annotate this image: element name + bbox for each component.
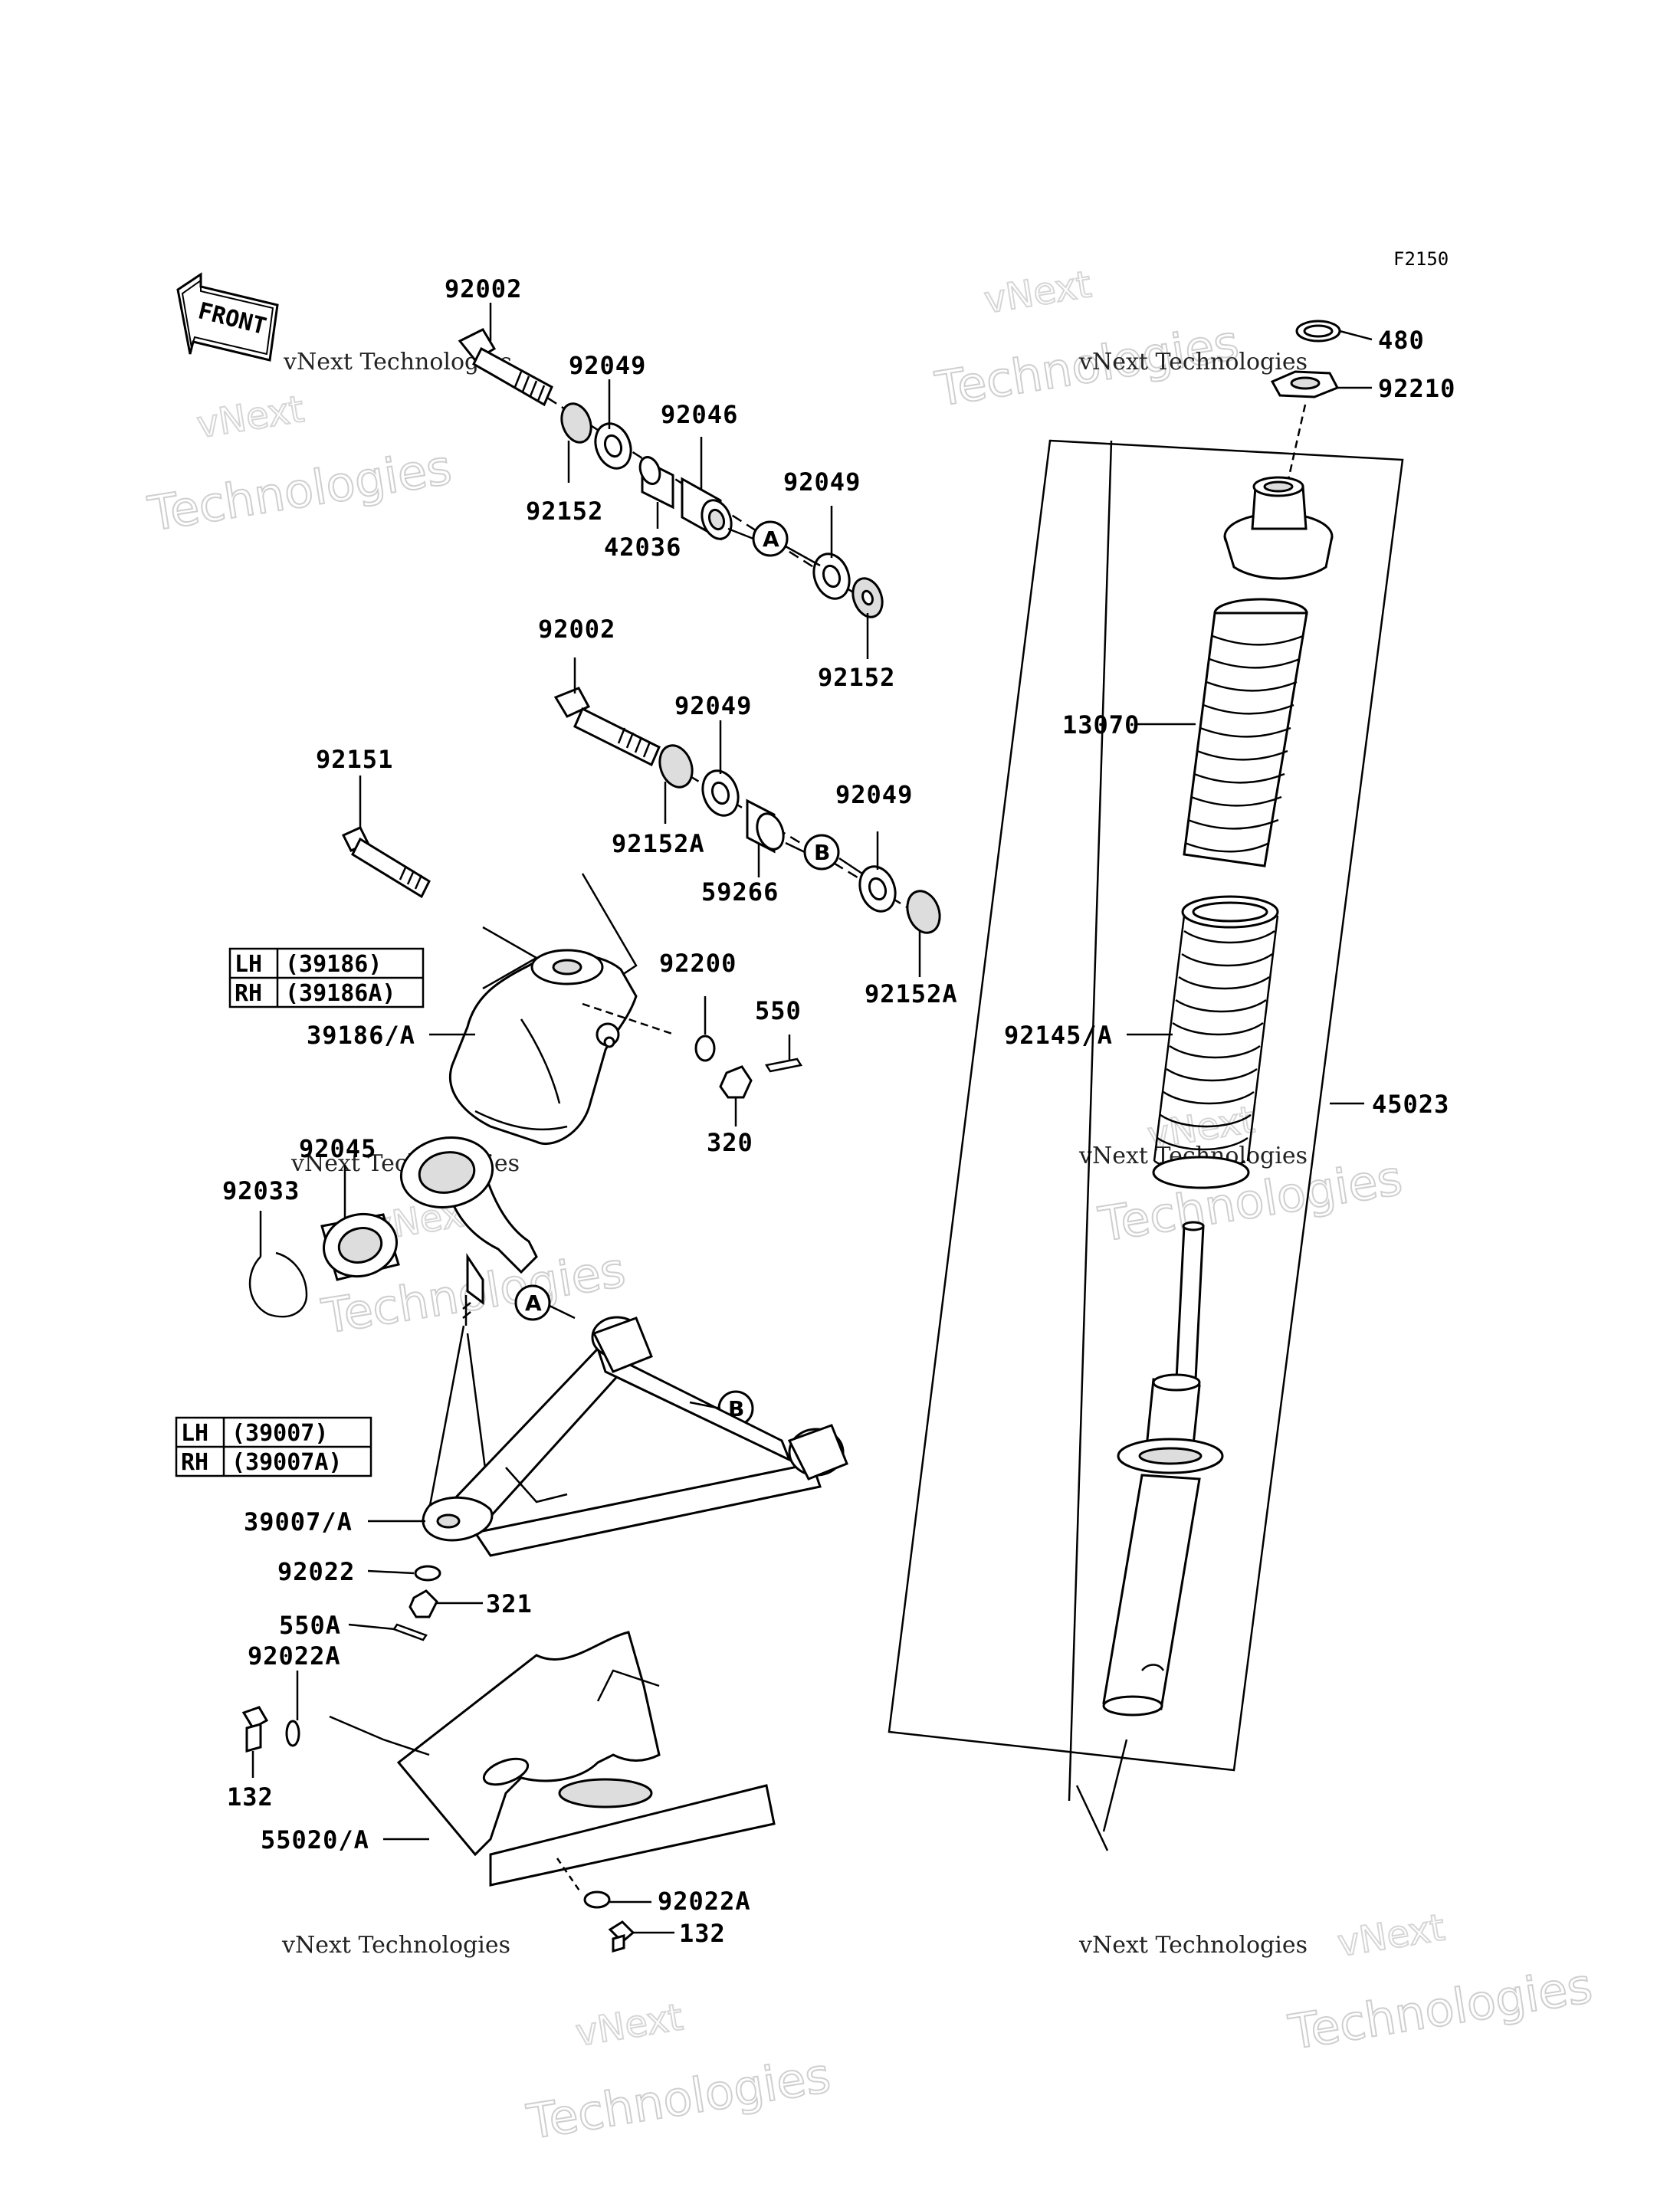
watermark-technologies: Technologies	[1285, 1957, 1596, 2061]
skid-plate-55020	[396, 1631, 661, 1857]
skid-plate-group	[241, 1631, 776, 1953]
label-92002: 92002	[445, 274, 522, 303]
bolt-92002-mid	[553, 687, 661, 767]
part-labels: 92002 92049 92046 92152 42036 92049 9215…	[222, 274, 1455, 1948]
label-92152: 92152	[818, 663, 895, 692]
watermark-technologies: Technologies	[144, 439, 455, 543]
watermark-vnext: vNext	[573, 1995, 685, 2054]
castle-nut-321	[409, 1589, 438, 1618]
label-550: 550	[755, 996, 802, 1025]
bearing-59266	[746, 798, 785, 854]
table-side: RH	[181, 1449, 208, 1476]
upper-mount-group: A	[458, 328, 884, 618]
watermark-text: vNext Technologies	[1078, 1932, 1308, 1959]
label-92046: 92046	[661, 400, 738, 429]
label-39007: 39007/A	[244, 1507, 353, 1536]
watermark-text: vNext Technologies	[1078, 349, 1308, 375]
label-92033: 92033	[222, 1176, 300, 1205]
shock-body-45023	[1102, 1221, 1224, 1717]
table-part: (39007A)	[231, 1449, 343, 1476]
table-part: (39186A)	[285, 980, 396, 1007]
top-mount	[1223, 476, 1334, 580]
sleeve-42036	[638, 456, 674, 510]
label-92145: 92145/A	[1004, 1021, 1113, 1050]
shock-assembly-frame	[888, 439, 1404, 1772]
label-132: 132	[679, 1919, 726, 1948]
watermarks: vNext Technologies vNext Technologies vN…	[143, 262, 1596, 2151]
label-92049: 92049	[569, 351, 646, 380]
knuckle-group	[248, 826, 803, 1326]
label-92002: 92002	[538, 615, 615, 644]
knuckle-variant-table: LH (39186) RH (39186A)	[228, 947, 425, 1008]
label-92152A: 92152A	[612, 829, 705, 858]
table-side: LH	[181, 1420, 208, 1447]
label-132: 132	[227, 1782, 274, 1812]
marker-a-label: A	[763, 526, 779, 552]
table-side: RH	[235, 980, 262, 1007]
bolt-92002-top	[458, 328, 553, 407]
watermark-vnext: vNext	[981, 263, 1094, 322]
bolt-132-2	[608, 1920, 635, 1953]
marker-b-label: B	[814, 840, 830, 865]
collar-92152A-1	[658, 744, 694, 789]
watermark-text: vNext Technologies	[281, 1932, 510, 1959]
washer-92022	[414, 1565, 441, 1582]
label-55020: 55020/A	[261, 1825, 369, 1854]
middle-mount-group: B	[553, 687, 941, 934]
label-92049: 92049	[783, 467, 861, 497]
label-550A: 550A	[279, 1611, 341, 1640]
table-part: (39186)	[285, 951, 382, 978]
dust-boot-13070	[1183, 598, 1308, 867]
knuckle-39186	[448, 953, 638, 1146]
label-13070: 13070	[1062, 710, 1140, 739]
table-side: LH	[235, 951, 262, 978]
leader-lines	[251, 303, 1373, 1934]
castle-nut-320	[719, 1065, 753, 1099]
label-92152A: 92152A	[865, 979, 958, 1008]
marker-a-label: A	[525, 1290, 542, 1316]
spring-92145	[1152, 895, 1279, 1189]
watermark-vnext: vNext	[1334, 1906, 1447, 1965]
bearing-92046	[681, 477, 733, 541]
label-320: 320	[707, 1128, 753, 1157]
washer-92022A-2	[583, 1890, 611, 1909]
label-59266: 59266	[701, 877, 779, 907]
label-92210: 92210	[1378, 374, 1455, 403]
label-480: 480	[1378, 326, 1425, 355]
figure-id: F2150	[1393, 248, 1449, 270]
table-part: (39007)	[231, 1420, 328, 1447]
bearing-92045	[320, 1212, 400, 1281]
washer-92022A-1	[285, 1720, 300, 1747]
label-92022A: 92022A	[658, 1887, 751, 1916]
cotter-pin-550	[764, 1058, 803, 1073]
watermark-technologies: Technologies	[523, 2047, 835, 2150]
watermark-vnext: vNext	[194, 388, 307, 447]
label-92152: 92152	[526, 497, 603, 526]
label-92049: 92049	[674, 691, 752, 720]
label-92049: 92049	[835, 780, 913, 809]
washer-92200	[694, 1035, 716, 1062]
label-321: 321	[486, 1589, 533, 1618]
cotter-pin-550A	[392, 1623, 428, 1641]
bolt-92151	[341, 826, 431, 899]
label-45023: 45023	[1372, 1090, 1449, 1119]
marker-a-arm	[514, 1284, 551, 1321]
label-92151: 92151	[316, 745, 393, 774]
arm-variant-table: LH (39007) RH (39007A)	[175, 1416, 372, 1477]
label-92022A: 92022A	[248, 1641, 341, 1671]
bolt-132-1	[241, 1706, 269, 1753]
front-arrow-icon: FRONT	[176, 272, 279, 362]
circlip-92033	[248, 1251, 308, 1318]
label-92022: 92022	[277, 1557, 355, 1586]
washer-92152-1	[560, 402, 592, 444]
label-42036: 42036	[604, 533, 681, 562]
shock-absorber-group	[888, 320, 1404, 1851]
label-92045: 92045	[299, 1134, 376, 1163]
collar-92152A-2	[906, 890, 941, 934]
lower-arm-group: A B	[392, 1284, 848, 1641]
label-39186: 39186/A	[307, 1021, 415, 1050]
label-92200: 92200	[659, 949, 737, 978]
